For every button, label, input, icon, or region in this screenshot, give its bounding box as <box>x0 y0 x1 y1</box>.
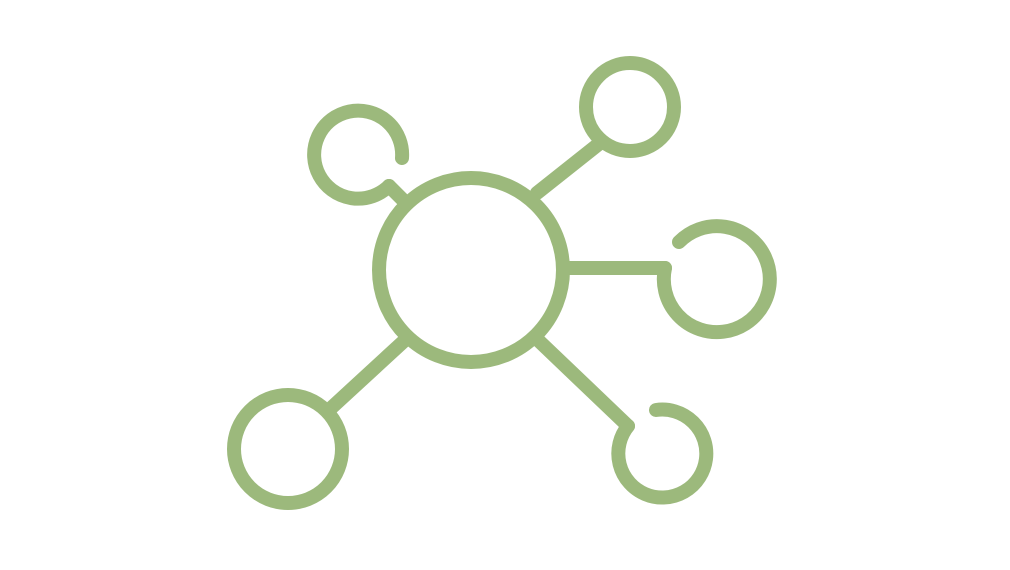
node-right-open <box>656 219 777 340</box>
node-bottom-left <box>227 388 349 510</box>
spoke-bottom-left <box>322 334 411 417</box>
spoke-top-right <box>530 136 607 200</box>
node-top-left-open <box>307 103 410 206</box>
node-bottom-right-open <box>611 402 714 505</box>
spoke-bottom-right <box>532 334 635 433</box>
node-top-right <box>579 56 681 158</box>
